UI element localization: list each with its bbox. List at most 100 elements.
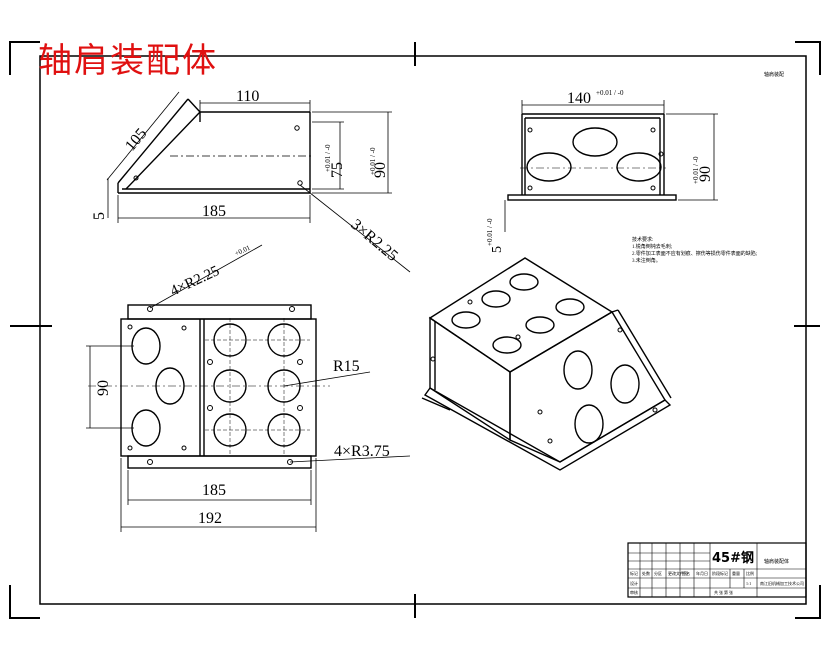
iso-hole <box>451 311 481 329</box>
svg-text:技术要求:: 技术要求: <box>632 236 653 243</box>
iso-left-face <box>429 316 511 442</box>
dim-inner-height-text: 75 <box>329 162 346 178</box>
iso-slope-face <box>509 311 666 463</box>
top-view-small-holes <box>127 306 303 465</box>
drawing-code: 轴肩装配 <box>764 71 784 78</box>
svg-text:审核: 审核 <box>630 589 638 595</box>
front-view-hole <box>294 125 300 131</box>
iso-small-hole <box>430 356 436 362</box>
dim-side-width <box>521 100 665 114</box>
side-view-hole <box>527 185 533 191</box>
leader-radius <box>283 371 371 387</box>
dim-side-width-tol-text: +0.01 / -0 <box>596 89 624 97</box>
side-view-hole <box>572 127 618 157</box>
hole-note-text: 3×R2.25 <box>347 216 401 265</box>
dim-side-width-text: 140 <box>567 90 591 107</box>
iso-small-hole <box>515 334 521 340</box>
side-view-hole <box>616 152 662 182</box>
svg-text:分区: 分区 <box>654 570 662 576</box>
dim-top-width-text: 110 <box>236 88 259 105</box>
holes-top-text: 4×R2.25 <box>168 263 222 300</box>
iso-base-plate <box>423 387 672 471</box>
center-marks <box>10 42 820 618</box>
material-text: 45#钢 <box>712 550 754 566</box>
front-view-hole <box>297 180 303 186</box>
iso-top-face <box>428 257 614 373</box>
title-block-small-text: 标记 处数 分区 更改文件号 签名 年月日 阶段标记 重量 比例 设计 审核 1… <box>630 570 804 595</box>
svg-text:更改文件号: 更改文件号 <box>668 570 688 576</box>
iso-small-hole <box>547 438 553 444</box>
isometric-view <box>421 257 672 471</box>
top-view-hole <box>155 367 185 405</box>
dim-slope <box>106 91 180 181</box>
iso-hole <box>563 350 593 390</box>
iso-small-hole <box>467 299 473 305</box>
dim-pitch-text: 90 <box>95 380 112 396</box>
dim-outer-tol-text: +0.01 / -0 <box>369 147 377 175</box>
front-view: 110 105 185 5 75 +0.01 / -0 90 <box>91 88 411 273</box>
dim-top-inner-width-text: 185 <box>202 482 226 499</box>
dim-base-width <box>107 178 311 223</box>
top-view-outline <box>120 304 317 469</box>
dim-inner-height <box>312 121 344 190</box>
side-view: 140 +0.01 / -0 90 +0.01 / -0 5 +0.01 / -… <box>486 89 718 253</box>
dim-side-thickness-tol-text: +0.01 / -0 <box>486 218 494 246</box>
title-block-name: 轴肩装配体 <box>764 558 789 565</box>
dim-side-height <box>666 113 718 201</box>
side-view-hole <box>526 152 572 182</box>
top-view-hole-centerlines <box>205 318 310 456</box>
drawing-border <box>39 55 807 605</box>
svg-text:设计: 设计 <box>630 580 638 586</box>
iso-hole <box>481 290 511 308</box>
dim-pitch <box>86 345 134 429</box>
top-view-hole <box>131 327 161 365</box>
iso-small-hole <box>617 327 623 333</box>
svg-text:共 张 第 张: 共 张 第 张 <box>714 589 733 595</box>
dim-side-height-tol-text: +0.01 / -0 <box>692 156 700 184</box>
dim-inner-tol-text: +0.01 / -0 <box>324 144 332 172</box>
svg-text:签名: 签名 <box>682 570 690 576</box>
side-view-hole <box>658 151 664 157</box>
svg-text:重量: 重量 <box>732 570 740 576</box>
iso-hole <box>610 364 640 404</box>
radius-text: R15 <box>333 358 360 375</box>
svg-text:比例: 比例 <box>746 570 754 576</box>
side-view-hole <box>527 127 533 133</box>
dim-top-inner-width <box>127 470 312 505</box>
front-view-hole <box>133 175 139 181</box>
svg-text:2.零件加工表面不应有划痕、擦伤等损伤零件表面的缺陷;: 2.零件加工表面不应有划痕、擦伤等损伤零件表面的缺陷; <box>632 250 757 257</box>
dim-top-width <box>199 100 311 112</box>
iso-small-hole <box>537 409 543 415</box>
iso-hole <box>509 273 539 291</box>
title-block: 45#钢 轴肩装配体 标记 处数 分区 更改文件号 签名 年月日 阶段标记 重量… <box>627 542 807 598</box>
dim-side-height-text: 90 <box>697 166 714 182</box>
dim-base-width-text: 185 <box>202 203 226 220</box>
iso-hole <box>574 404 604 444</box>
dim-left-height-text: 5 <box>91 212 108 220</box>
iso-small-hole <box>652 407 658 413</box>
dim-top-outer-width <box>120 458 317 532</box>
svg-text:1:1: 1:1 <box>746 581 751 586</box>
dim-outer-height-text: 90 <box>372 162 389 178</box>
holes-bottom-text: 4×R3.75 <box>334 443 390 460</box>
side-view-hole <box>650 185 656 191</box>
svg-text:1.锐角倒钝去毛刺;: 1.锐角倒钝去毛刺; <box>632 243 672 250</box>
dim-side-thickness-text: 5 <box>490 246 505 253</box>
side-view-outline <box>507 113 677 201</box>
leader-holes-bottom <box>289 455 411 463</box>
svg-text:阶段标记: 阶段标记 <box>712 570 728 576</box>
front-view-outline <box>117 98 311 194</box>
svg-text:3.未注倒角。: 3.未注倒角。 <box>632 257 661 264</box>
svg-text:年月日: 年月日 <box>696 570 708 576</box>
top-view-hole-grid <box>213 323 301 447</box>
svg-text:处数: 处数 <box>642 570 650 576</box>
dim-outer-height <box>312 111 392 194</box>
svg-text:标记: 标记 <box>630 570 638 576</box>
outer-frame <box>9 41 821 619</box>
iso-hole <box>492 336 522 354</box>
top-view: 90 4×R2.25 +0.01 R15 4×R3.75 185 192 <box>86 244 411 532</box>
iso-hole <box>525 316 555 334</box>
leader-holes-top <box>149 244 263 309</box>
top-view-hole <box>131 409 161 447</box>
